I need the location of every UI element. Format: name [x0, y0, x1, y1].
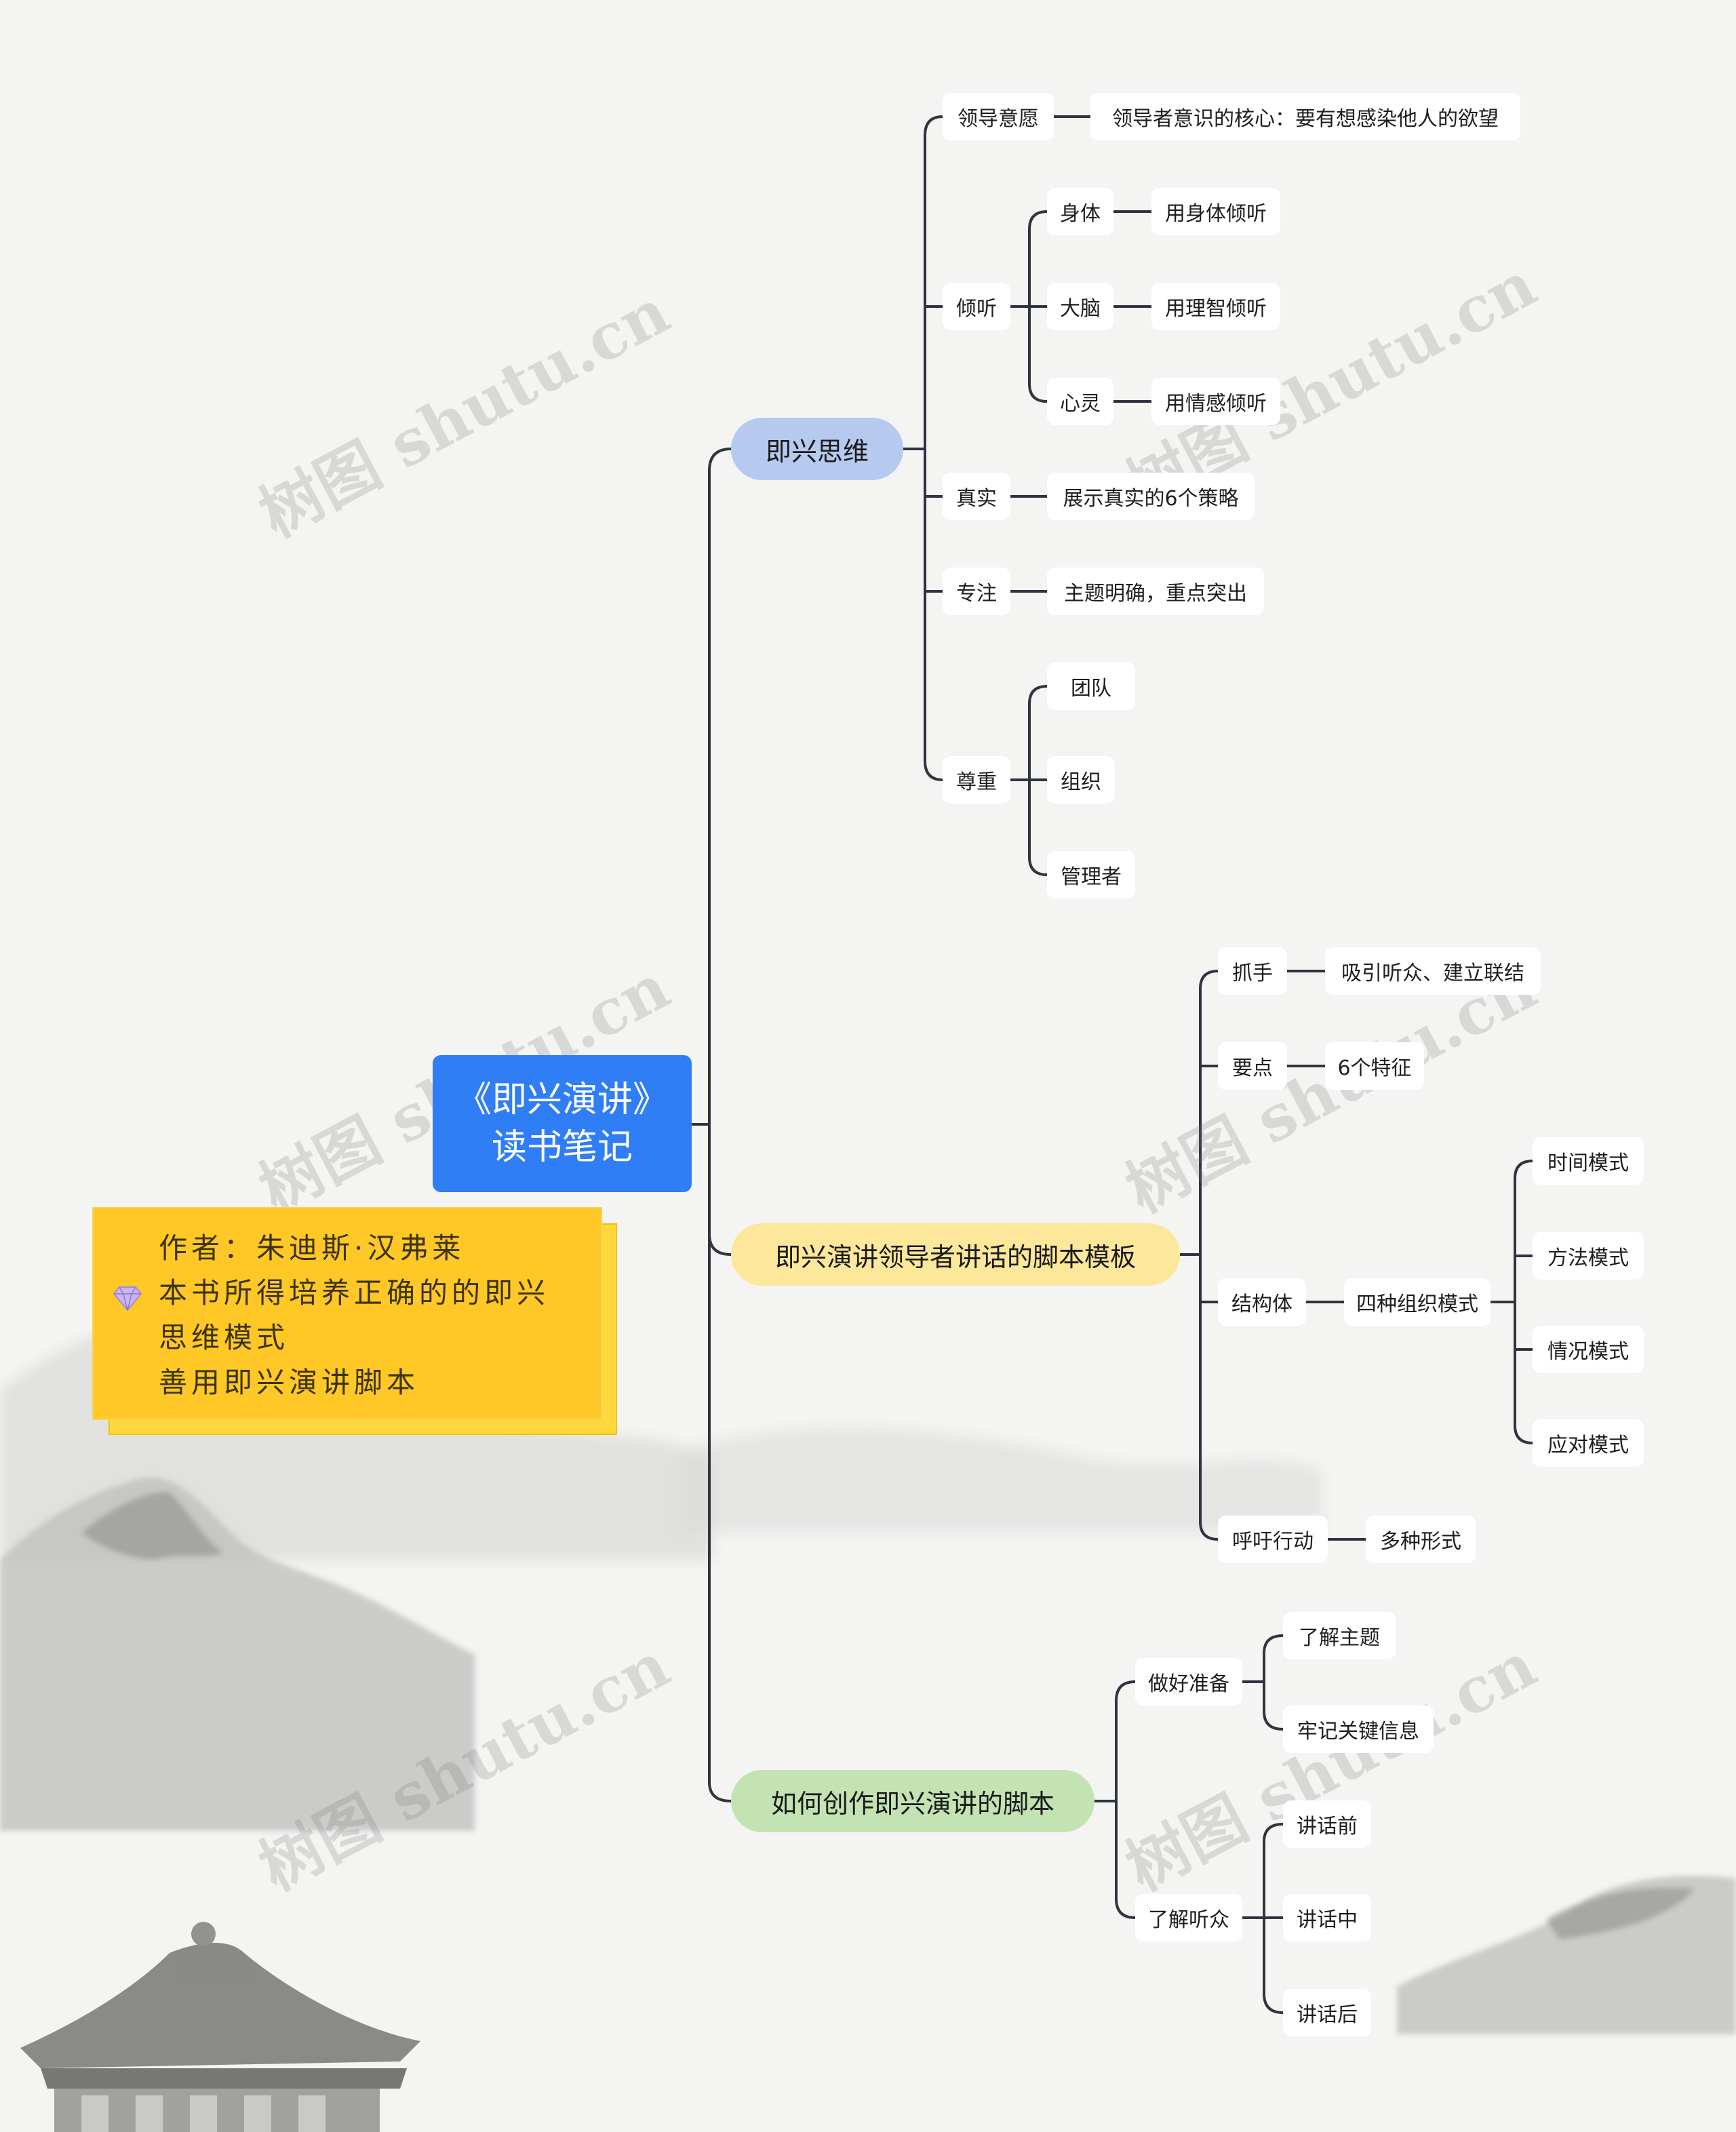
- topic-grabber-detail[interactable]: 吸引听众、建立联结: [1325, 947, 1541, 995]
- root-topic[interactable]: 《即兴演讲》 读书笔记: [433, 1055, 692, 1192]
- note-line: 思维模式: [159, 1321, 290, 1354]
- topic-organization[interactable]: 组织: [1047, 756, 1115, 804]
- root-title-line2: 读书笔记: [491, 1127, 633, 1168]
- topic-key-point[interactable]: 要点: [1218, 1042, 1287, 1090]
- topic-grabber[interactable]: 抓手: [1218, 947, 1287, 995]
- topic-focus-detail[interactable]: 主题明确，重点突出: [1047, 568, 1264, 615]
- note-line: 本书所得培养正确的的即兴: [159, 1276, 550, 1309]
- topic-key-message[interactable]: 牢记关键信息: [1283, 1705, 1434, 1753]
- root-title-line1: 《即兴演讲》: [456, 1080, 668, 1120]
- topic-authenticity-detail[interactable]: 展示真实的6个策略: [1047, 473, 1255, 520]
- pavilion: [20, 1922, 420, 2132]
- note-card[interactable]: 作者：朱迪斯·汉弗莱 本书所得培养正确的的即兴 思维模式 善用即兴演讲脚本: [92, 1207, 602, 1420]
- topic-heart[interactable]: 心灵: [1047, 378, 1113, 425]
- topic-situation-pattern[interactable]: 情况模式: [1533, 1326, 1644, 1373]
- topic-heart-detail[interactable]: 用情感倾听: [1151, 378, 1280, 425]
- topic-body-detail[interactable]: 用身体倾听: [1151, 188, 1280, 235]
- topic-managers[interactable]: 管理者: [1047, 851, 1135, 899]
- topic-key-point-detail[interactable]: 6个特征: [1325, 1042, 1424, 1090]
- topic-call-to-action-detail[interactable]: 多种形式: [1366, 1516, 1476, 1563]
- topic-brain-detail[interactable]: 用理智倾听: [1151, 283, 1280, 330]
- note-line: 善用即兴演讲脚本: [159, 1366, 420, 1399]
- diamond-icon: [113, 1286, 142, 1311]
- branch-create-script[interactable]: 如何创作即兴演讲的脚本: [731, 1770, 1094, 1832]
- topic-team[interactable]: 团队: [1047, 663, 1135, 710]
- note-line: 作者：朱迪斯·汉弗莱: [159, 1231, 465, 1265]
- dark-mountains-right: [1397, 1876, 1736, 2034]
- topic-four-patterns[interactable]: 四种组织模式: [1344, 1278, 1491, 1326]
- topic-brain[interactable]: 大脑: [1047, 283, 1113, 330]
- topic-leadership-will[interactable]: 领导意愿: [943, 93, 1054, 140]
- dark-mountains-left: [0, 1477, 475, 1831]
- topic-response-pattern[interactable]: 应对模式: [1533, 1419, 1644, 1467]
- topic-call-to-action[interactable]: 呼吁行动: [1218, 1516, 1328, 1563]
- topic-know-audience[interactable]: 了解听众: [1135, 1894, 1242, 1941]
- branch-script-template[interactable]: 即兴演讲领导者讲话的脚本模板: [731, 1223, 1180, 1286]
- topic-focus[interactable]: 专注: [943, 568, 1010, 615]
- topic-time-pattern[interactable]: 时间模式: [1533, 1137, 1644, 1185]
- topic-respect[interactable]: 尊重: [943, 756, 1010, 804]
- topic-after-speech[interactable]: 讲话后: [1283, 1989, 1371, 2036]
- topic-authenticity[interactable]: 真实: [943, 473, 1010, 520]
- topic-body[interactable]: 身体: [1047, 188, 1113, 235]
- topic-method-pattern[interactable]: 方法模式: [1533, 1232, 1644, 1280]
- topic-listening[interactable]: 倾听: [943, 283, 1010, 330]
- topic-structure[interactable]: 结构体: [1218, 1278, 1306, 1326]
- topic-know-subject[interactable]: 了解主题: [1283, 1612, 1396, 1659]
- topic-during-speech[interactable]: 讲话中: [1283, 1894, 1371, 1941]
- topic-before-speech[interactable]: 讲话前: [1283, 1800, 1371, 1848]
- branch-impromptu-thinking[interactable]: 即兴思维: [731, 418, 903, 480]
- topic-leadership-detail[interactable]: 领导者意识的核心：要有想感染他人的欲望: [1090, 93, 1520, 140]
- topic-prepare[interactable]: 做好准备: [1135, 1658, 1242, 1705]
